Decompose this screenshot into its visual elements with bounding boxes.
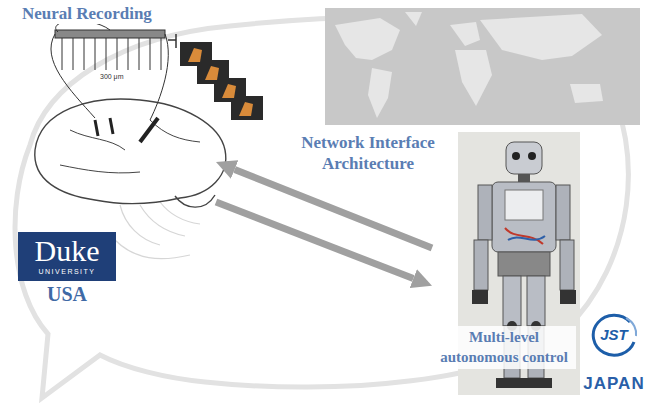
electrode-array — [51, 21, 176, 120]
network-label: Network Interface Architecture — [278, 132, 458, 175]
logo-wordmark: Duke — [21, 236, 113, 266]
logo-subtitle: UNIVERSITY — [21, 268, 113, 276]
logo-box: DukeUNIVERSITY — [18, 232, 116, 281]
flow-arrow — [216, 202, 413, 279]
logo-ring: JST — [590, 312, 638, 358]
recording-site: Neural Recording — [20, 4, 216, 230]
hand-sketch — [115, 202, 200, 259]
world-map — [325, 8, 640, 125]
scale-label: 300 μm — [100, 73, 124, 80]
brain-sketch — [35, 99, 226, 207]
university-logo: DukeUNIVERSITYUSA — [18, 232, 116, 305]
section-heading: Neural Recording — [20, 4, 154, 24]
country-label: USA — [18, 283, 116, 305]
video-frames — [180, 42, 263, 120]
text-patch: USA — [47, 283, 87, 305]
robot-region: Multi-level autonomous control — [432, 130, 585, 398]
flow-arrow — [235, 170, 432, 248]
country-label: JAPAN — [572, 374, 653, 394]
robot-caption: Multi-level autonomous control — [432, 326, 576, 369]
agency-logo: JST JAPAN — [572, 312, 653, 394]
logo-wordmark: JST — [590, 312, 638, 358]
